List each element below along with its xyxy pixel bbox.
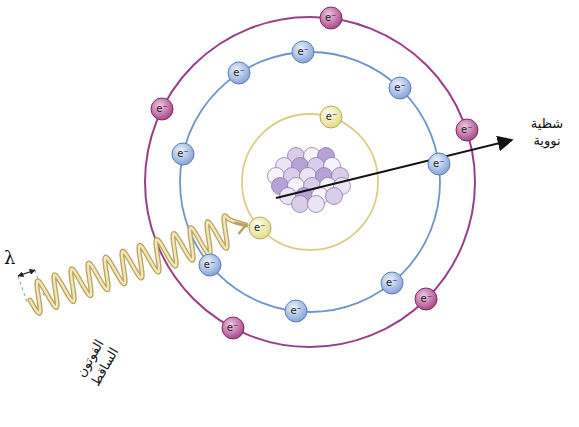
electron: e⁻	[171, 142, 195, 166]
photon-wave	[30, 216, 246, 314]
nucleon	[326, 188, 343, 205]
electron-shape	[320, 7, 342, 29]
electron: e⁻	[414, 287, 438, 311]
electron-shape	[285, 300, 307, 322]
electron-shape	[320, 106, 342, 128]
electron-shape	[428, 153, 450, 175]
nucleon	[308, 196, 325, 213]
electron-shape	[199, 254, 221, 276]
wavelength-arrow	[18, 270, 35, 276]
electron-label: e⁻	[421, 294, 432, 304]
electron: e⁻	[198, 253, 222, 277]
electron-shape	[249, 217, 271, 239]
electron: e⁻	[284, 299, 308, 323]
electron: e⁻	[291, 40, 315, 64]
electron-label: e⁻	[386, 278, 397, 288]
electron: e⁻	[227, 61, 251, 85]
electron-label: e⁻	[433, 159, 444, 169]
electron-shape	[389, 77, 411, 99]
fragment-arrow	[276, 140, 512, 198]
electron-label: e⁻	[254, 223, 265, 233]
electron: e⁻	[248, 216, 272, 240]
middle-shell	[180, 52, 440, 312]
electron: e⁻	[380, 271, 404, 295]
outer-shell	[145, 17, 475, 347]
electron-shape	[292, 41, 314, 63]
electron-shape	[151, 98, 173, 120]
electron-label: e⁻	[325, 13, 336, 23]
nucleon	[292, 196, 309, 213]
electron-label: e⁻	[227, 323, 238, 333]
electron: e⁻	[319, 6, 343, 30]
electron-label: e⁻	[297, 47, 308, 57]
electron-shape	[456, 119, 478, 141]
fragment-label: شظية نووية	[520, 116, 574, 150]
inner-shell	[242, 114, 378, 250]
electron: e⁻	[455, 118, 479, 142]
photon-label: الفوتون الساقط	[65, 323, 130, 402]
electron-label: e⁻	[461, 125, 472, 135]
electron: e⁻	[427, 152, 451, 176]
electron-label: e⁻	[156, 104, 167, 114]
photon-arrow-head	[235, 223, 246, 234]
electron-label: e⁻	[290, 306, 301, 316]
photon-wave	[30, 216, 246, 314]
electron-shape	[228, 62, 250, 84]
electron: e⁻	[221, 316, 245, 340]
electron: e⁻	[388, 76, 412, 100]
electron-label: e⁻	[233, 68, 244, 78]
nucleus	[268, 148, 351, 213]
wavelength-guide	[18, 276, 28, 304]
electron-label: e⁻	[177, 149, 188, 159]
electron-label: e⁻	[204, 260, 215, 270]
electron-label: e⁻	[326, 112, 337, 122]
electron-label: e⁻	[394, 83, 405, 93]
electron: e⁻	[319, 105, 343, 129]
electron-shape	[172, 143, 194, 165]
electron: e⁻	[150, 97, 174, 121]
electron-shape	[381, 272, 403, 294]
electron-shape	[222, 317, 244, 339]
electron-shape	[415, 288, 437, 310]
wavelength-symbol: λ	[4, 246, 15, 269]
